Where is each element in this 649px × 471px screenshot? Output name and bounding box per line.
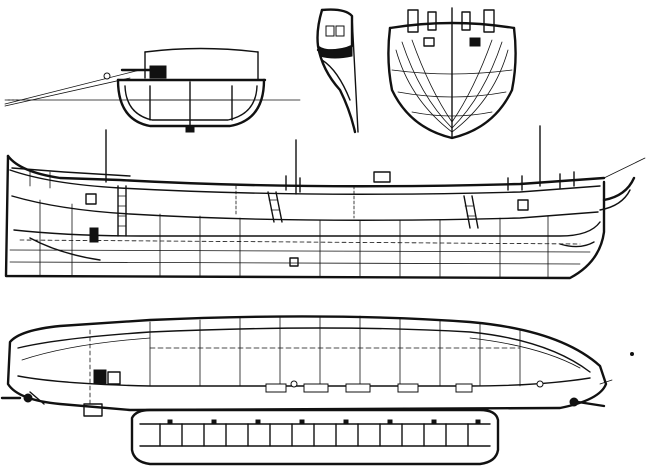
station-line <box>401 41 453 129</box>
deck-plan-view <box>0 315 634 466</box>
hull-section-inner <box>124 85 258 121</box>
hull-section-outline <box>116 78 266 128</box>
sheer-line <box>6 154 606 188</box>
aft-box <box>83 403 103 417</box>
gallery-studs <box>167 419 481 425</box>
rudder-brace <box>29 391 45 405</box>
rail-line <box>9 169 601 195</box>
plan-waterline <box>21 337 151 361</box>
rudder-head <box>23 393 33 403</box>
gallery-posts <box>159 423 469 447</box>
stanchion <box>461 11 471 31</box>
body-plan-view <box>387 7 517 140</box>
stay-line <box>4 69 141 105</box>
hatch <box>345 383 371 393</box>
floor-curve <box>559 241 595 248</box>
capstan <box>373 171 391 183</box>
body-plan-port <box>423 37 435 47</box>
stern-transom <box>316 8 354 52</box>
plan-waterline <box>469 337 581 369</box>
hatch <box>455 383 473 393</box>
ladder-mid <box>267 191 283 223</box>
hull-profile-outline <box>4 154 606 280</box>
limber-box <box>289 257 299 267</box>
hull-plan-outline <box>6 315 608 412</box>
station-line <box>451 39 493 123</box>
body-plan-port <box>469 37 481 47</box>
wale-line <box>11 195 599 221</box>
canopy-top <box>144 47 259 53</box>
pump <box>89 227 99 243</box>
midship-section-view <box>4 47 301 133</box>
lower-deck-dashed <box>19 239 581 245</box>
profile-frames <box>39 185 549 278</box>
aft-fitting <box>93 369 107 385</box>
bow-head <box>602 176 636 202</box>
stern-counter <box>317 44 353 59</box>
bowsprit-stay <box>603 157 646 179</box>
aft-fitting <box>107 371 121 385</box>
station-line <box>411 39 453 123</box>
hatch <box>397 383 419 393</box>
stanchion <box>407 9 419 33</box>
plank-line <box>9 261 581 265</box>
sternpost <box>351 15 359 133</box>
waterline <box>391 69 513 75</box>
bow-stay <box>599 379 613 385</box>
rail-stanchions <box>285 171 575 193</box>
stay-line <box>4 77 131 107</box>
floor-curve <box>29 237 101 261</box>
station-line <box>451 41 503 129</box>
stanchion <box>483 9 495 33</box>
waterline <box>397 91 507 98</box>
station-line <box>395 49 453 133</box>
gallery-outline <box>130 408 500 466</box>
station-line <box>451 49 509 133</box>
mast-step <box>536 380 544 388</box>
quarter-rail <box>11 167 131 177</box>
keel-block <box>185 125 195 133</box>
plan-beams <box>89 315 521 405</box>
deck-line <box>13 221 601 237</box>
hatch <box>303 383 329 393</box>
ladder-fore <box>463 195 479 229</box>
waterline <box>411 111 493 117</box>
ladder-aft <box>117 185 127 237</box>
ink-dot <box>630 352 634 356</box>
hatch <box>265 383 287 393</box>
mast-step <box>290 380 298 388</box>
stern-curve <box>316 8 357 134</box>
gunwale-line <box>17 327 591 373</box>
cannon-carriage <box>149 65 167 79</box>
stanchion <box>427 11 437 31</box>
bowsprit-plan <box>576 400 606 408</box>
plank-line <box>9 249 591 253</box>
block-pulley <box>103 72 111 80</box>
bow-port <box>517 199 529 211</box>
bow-knee <box>599 189 631 211</box>
stern-plank <box>321 59 351 101</box>
stern-profile-view <box>316 8 359 134</box>
stern-port <box>85 193 97 205</box>
stern-window <box>335 25 345 37</box>
side-profile-view <box>4 125 646 280</box>
stern-window <box>325 25 335 37</box>
